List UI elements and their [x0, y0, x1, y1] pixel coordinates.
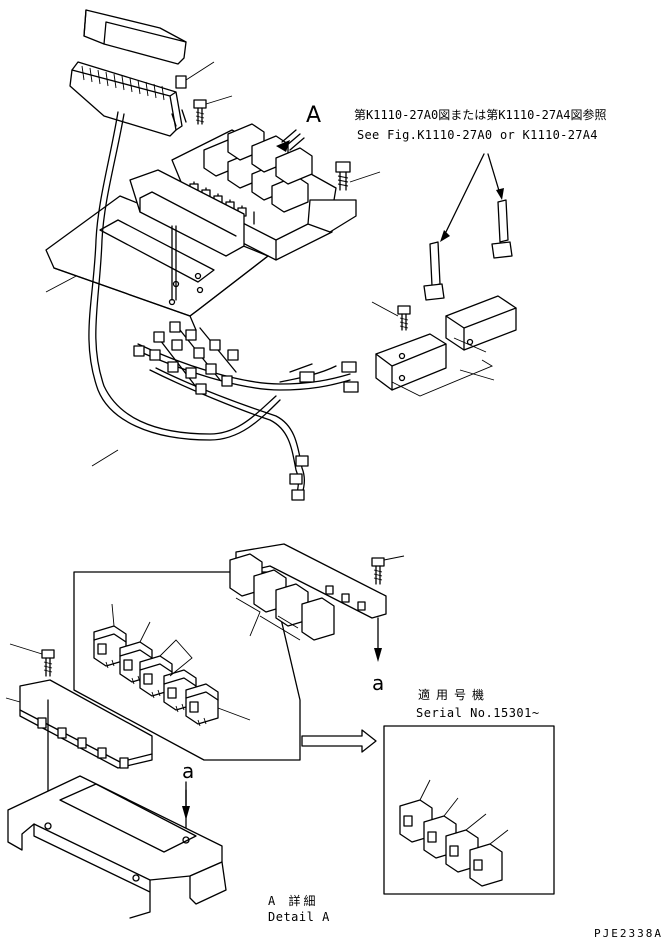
relay-group-detail: [93, 625, 219, 727]
serial-note-en: Serial No.15301~: [416, 706, 540, 720]
bolt-controller: [397, 305, 411, 331]
leader-lines-upper: [45, 61, 495, 467]
detail-caption-en: Detail A: [268, 910, 330, 924]
detail-caption-jp: A 詳細: [268, 894, 319, 908]
base-plate: [7, 775, 227, 919]
serial-note-jp: 適用号機: [418, 688, 491, 702]
fuse-box-cover: [83, 9, 187, 65]
drawing-code: PJE2338A: [594, 927, 663, 940]
upper-assembly: [45, 9, 517, 501]
arrow-to-a-right: [374, 617, 382, 662]
serial-arrow: [301, 729, 377, 753]
fuse-box-clip: [175, 75, 187, 89]
view-label-a: A: [306, 103, 322, 128]
bolt-detail-right: [371, 555, 405, 585]
base-frame: [45, 169, 269, 331]
relay-bracket-detail: [229, 543, 387, 641]
view-arrow-a: [276, 129, 305, 152]
controller-boxes: [375, 295, 517, 397]
leader-lines-detail: [111, 603, 251, 721]
reference-note-en: See Fig.K1110-27A0 or K1110-27A4: [357, 128, 598, 142]
arrow-to-a-left: [182, 781, 190, 820]
bolt-detail-left: [9, 643, 55, 677]
fuse-box: [69, 61, 187, 137]
bolt-top: [193, 99, 207, 125]
reference-note-jp: 第K1110-27A0図または第K1110-27A4図参照: [354, 108, 607, 122]
bolt-bracket: [335, 161, 351, 191]
marker-a-right: a: [372, 671, 385, 695]
connector-cluster: [133, 321, 359, 501]
serial-box: [383, 725, 555, 895]
relay-group-serial: [399, 779, 509, 887]
marker-a-left: a: [182, 759, 195, 783]
detail-a: [5, 543, 555, 919]
reference-connectors: [423, 153, 513, 301]
